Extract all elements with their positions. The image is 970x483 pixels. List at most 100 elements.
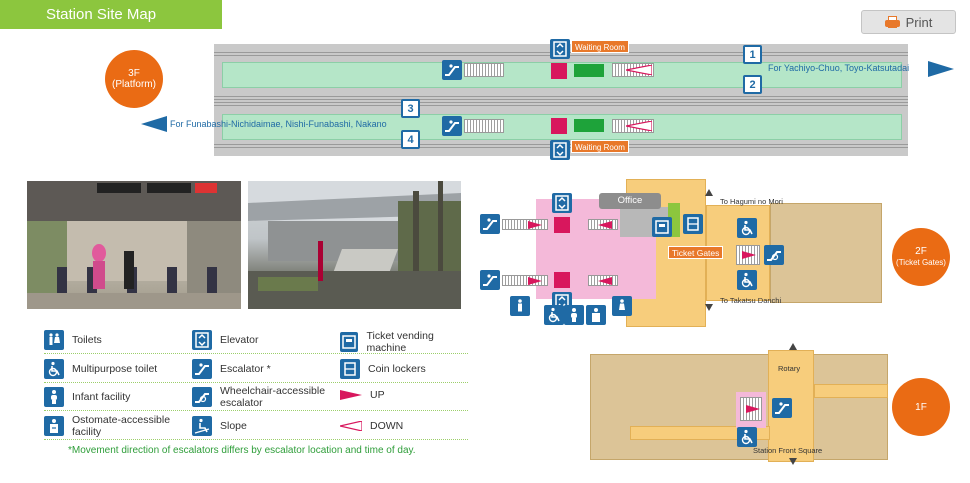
escalator-icon <box>772 398 792 418</box>
floor-2f-badge: 2F (Ticket Gates) <box>892 228 950 286</box>
station-exterior-photo <box>248 181 461 309</box>
ticket-machine-icon <box>652 217 672 237</box>
floor-1f-label: 1F <box>915 401 927 413</box>
print-button-label: Print <box>905 14 933 30</box>
office-label: Office <box>599 193 661 209</box>
ticket-machine-icon <box>340 332 359 352</box>
floor-3f-label: 3F <box>128 68 140 79</box>
front-square-label: Station Front Square <box>753 446 823 455</box>
arrow-right-icon <box>928 61 954 77</box>
legend-ticket-machine: Ticket vending machine <box>340 330 468 354</box>
elevator-icon <box>550 140 570 160</box>
legend-escalator-label: Escalator * <box>220 363 271 375</box>
slope-icon <box>192 416 212 436</box>
wheelchair-icon <box>737 270 757 290</box>
escalator-shaft <box>464 63 504 77</box>
wheelchair-escalator-icon <box>192 387 212 407</box>
to-north-label: To Hagumi no Mori <box>720 197 783 206</box>
escalator-icon <box>480 214 500 234</box>
legend-ostomate-label: Ostomate-accessible facility <box>72 414 171 438</box>
legend-wheelchair-escalator-label: Wheelchair-accessible escalator <box>220 385 326 409</box>
track-1-badge: 1 <box>743 45 762 64</box>
to-south-label: To Takatsu Danchi <box>720 296 782 305</box>
legend-slope: Slope <box>192 416 247 436</box>
coin-locker-icon <box>340 359 360 379</box>
legend-coin-lockers-label: Coin lockers <box>368 363 426 375</box>
elevator-block <box>551 63 567 79</box>
escalator-icon <box>442 116 462 136</box>
printer-icon <box>884 15 900 29</box>
elevator-icon <box>552 193 572 213</box>
rotary-label: Rotary <box>778 364 801 373</box>
arrow-left-icon <box>141 116 167 132</box>
ostomate-icon <box>586 305 606 325</box>
escalator-icon <box>192 359 212 379</box>
infant-icon <box>44 387 64 407</box>
legend-ostomate: Ostomate-accessible facility <box>44 414 192 438</box>
legend-wheelchair-escalator: Wheelchair-accessible escalator <box>192 385 330 409</box>
legend-down: DOWN <box>340 420 403 432</box>
north-arrow-icon <box>789 343 797 350</box>
legend-escalator: Escalator * <box>192 359 271 379</box>
elevator-icon <box>192 330 212 350</box>
south-arrow-icon <box>705 304 713 311</box>
elevator-block <box>554 272 570 288</box>
north-arrow-icon <box>705 189 713 196</box>
escalator-icon <box>442 60 462 80</box>
legend-multipurpose-toilet: Multipurpose toilet <box>44 359 157 379</box>
ticket-gates-label: Ticket Gates <box>668 246 724 259</box>
waiting-room-label-bottom: Waiting Room <box>571 140 629 153</box>
page-title: Station Site Map <box>0 0 222 29</box>
track-4-badge: 4 <box>401 130 420 149</box>
waiting-room-label-top: Waiting Room <box>571 40 629 53</box>
elevator-icon <box>550 39 570 59</box>
legend-slope-label: Slope <box>220 420 247 432</box>
track-3-badge: 3 <box>401 99 420 118</box>
escalator-icon <box>480 270 500 290</box>
legend-coin-lockers: Coin lockers <box>340 359 426 379</box>
elevator-block <box>554 217 570 233</box>
toilet-icon <box>612 296 632 316</box>
south-arrow-icon <box>789 458 797 465</box>
print-button[interactable]: Print <box>861 10 956 34</box>
down-arrow-icon <box>626 121 652 131</box>
ostomate-icon <box>44 416 64 436</box>
map-2f <box>480 179 890 327</box>
destination-east: For Yachiyo-Chuo, Toyo-Katsutadai <box>768 63 910 73</box>
legend-toilets-label: Toilets <box>72 334 102 346</box>
waiting-room-block <box>574 119 604 132</box>
legend-multipurpose-toilet-label: Multipurpose toilet <box>72 363 158 375</box>
floor-3f-sublabel: (Platform) <box>112 79 156 90</box>
wheelchair-escalator-icon <box>764 245 784 265</box>
up-arrow-icon <box>340 390 362 400</box>
legend-toilets: Toilets <box>44 330 102 350</box>
legend-elevator: Elevator <box>192 330 259 350</box>
legend-infant-facility: Infant facility <box>44 387 130 407</box>
wheelchair-icon <box>544 305 564 325</box>
toilet-icon <box>510 296 530 316</box>
down-arrow-icon <box>626 65 652 75</box>
infant-icon <box>564 305 584 325</box>
track-2-badge: 2 <box>743 75 762 94</box>
legend-elevator-label: Elevator <box>220 334 259 346</box>
coin-locker-icon <box>683 214 703 234</box>
waiting-room-block <box>574 64 604 77</box>
wheelchair-icon <box>44 359 64 379</box>
elevator-block <box>551 118 567 134</box>
floor-2f-sublabel: (Ticket Gates) <box>896 258 946 267</box>
legend-ticket-machine-label: Ticket vending machine <box>366 330 434 354</box>
wheelchair-icon <box>737 218 757 238</box>
legend-up: UP <box>340 389 385 401</box>
legend-infant-facility-label: Infant facility <box>72 391 131 403</box>
station-interior-photo <box>27 181 241 309</box>
legend-down-label: DOWN <box>370 420 404 432</box>
floor-2f-label: 2F <box>915 246 927 257</box>
destination-west: For Funabashi-Nichidaimae, Nishi-Funabas… <box>170 119 387 129</box>
wheelchair-icon <box>737 427 757 447</box>
down-arrow-icon <box>340 421 362 431</box>
toilet-icon <box>44 330 64 350</box>
escalator-note: *Movement direction of escalators differ… <box>68 445 416 456</box>
floor-1f-badge: 1F <box>892 378 950 436</box>
escalator-shaft <box>464 119 504 133</box>
floor-3f-badge: 3F (Platform) <box>105 50 163 108</box>
